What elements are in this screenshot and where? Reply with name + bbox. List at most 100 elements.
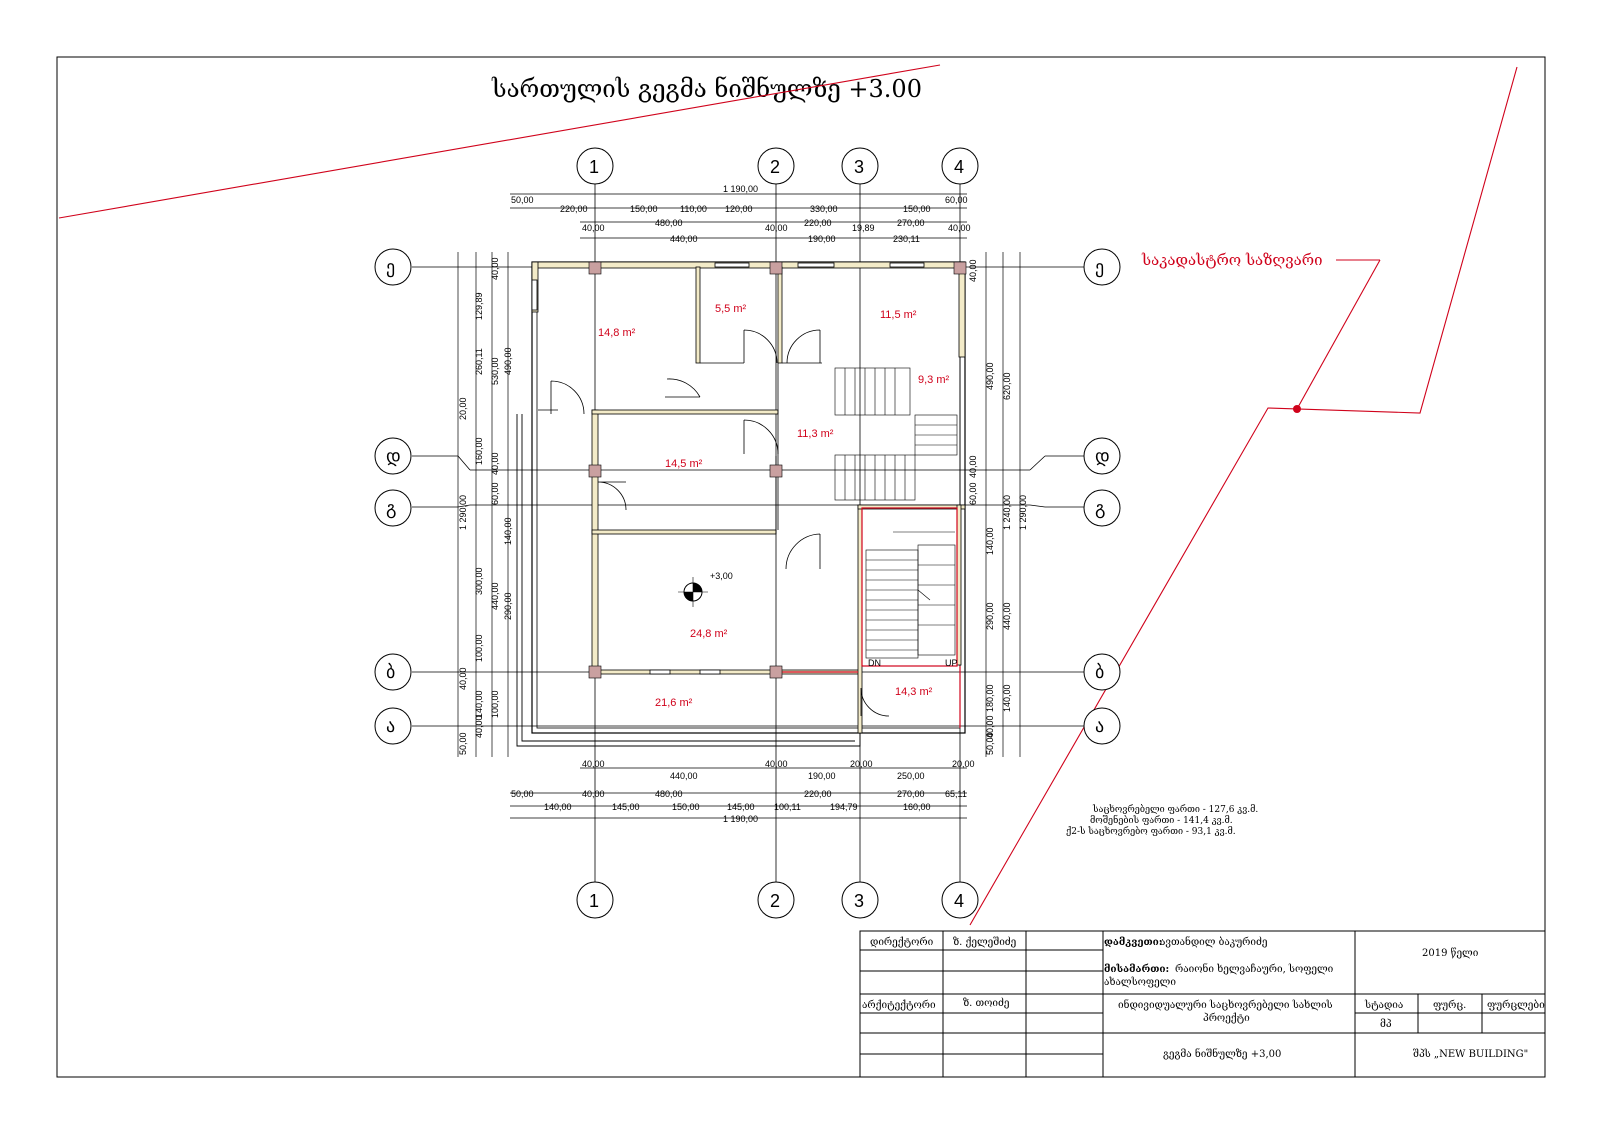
dim-left-8: 40,00 — [490, 452, 500, 475]
axis-bubbles-bottom — [576, 881, 979, 919]
dim-left-4: 490,00 — [503, 347, 513, 375]
dim-right-13: 50,00 — [985, 732, 995, 755]
note-line-1: საცხოვრებელი ფართი - 127,6 კვ.მ. — [1092, 804, 1258, 815]
dim-right-2: 620,00 — [1002, 372, 1012, 400]
dim-left-1: 20,00 — [458, 397, 468, 420]
elevation-label: +3,00 — [710, 571, 733, 581]
dim-bot-overall: 1 190,00 — [723, 814, 758, 824]
axis-label-a-left: ა — [386, 716, 395, 736]
dim-bot-r1-0: 40,00 — [582, 759, 605, 769]
axis-labels-letters: ე ე დ დ გ გ ბ ბ ა ა — [386, 257, 1110, 736]
sheet-frame — [56, 56, 1546, 1078]
dim-bot-r3-1: 145,00 — [612, 802, 640, 812]
dim-bot-r2-1: 40,00 — [582, 789, 605, 799]
building-walls — [516, 261, 967, 747]
axis-bubbles-top — [576, 147, 979, 185]
tb-address-value: რაიონი ხელვაჩაური, სოფელი — [1175, 963, 1334, 975]
axis-label-2-bottom: 2 — [770, 891, 780, 911]
note-line-3: ქ2-ს საცხოვრებო ფართი - 93,1 კვ.მ. — [1066, 826, 1236, 837]
dim-left-13: 290,00 — [503, 592, 513, 620]
room-area-7: 24,8 m² — [690, 628, 728, 640]
axis-labels-numeric: 1 2 3 4 1 2 3 4 — [589, 157, 964, 911]
dim-left-3: 530,00 — [490, 357, 500, 385]
dim-bot-r1-4: 20,00 — [850, 759, 873, 769]
dim-left-17: 100,00 — [490, 690, 500, 718]
dim-right-11: 140,00 — [1002, 684, 1012, 712]
dim-left-9: 60,00 — [490, 482, 500, 505]
dimension-lines — [457, 193, 1021, 819]
stairs — [834, 367, 958, 659]
dim-top-r3-2: 230,11 — [893, 234, 920, 244]
dim-bot-r2-5: 65,11 — [945, 789, 967, 799]
dim-top-r2-2: 19,89 — [852, 223, 875, 233]
dim-bot-r1-5: 250,00 — [897, 771, 925, 781]
axis-label-b-right: ბ — [1095, 662, 1104, 682]
dim-top-r3-1: 190,00 — [808, 234, 836, 244]
dim-right-9: 440,00 — [1002, 602, 1012, 630]
dim-right-7: 140,00 — [985, 527, 995, 555]
dims-bottom: 40,00 440,00 40,00 190,00 20,00 250,00 2… — [511, 759, 975, 824]
axis-label-b-left: ბ — [386, 662, 395, 682]
axis-label-1-bottom: 1 — [589, 891, 599, 911]
dim-bot-r2-2: 480,00 — [655, 789, 683, 799]
dim-left-10: 140,00 — [503, 517, 513, 545]
axis-label-1-top: 1 — [589, 157, 599, 177]
dim-top-r2-3: 270,00 — [897, 218, 925, 228]
dim-left-14: 100,00 — [474, 634, 484, 662]
dim-bot-r3-0: 140,00 — [544, 802, 572, 812]
dim-bot-r1-3: 190,00 — [808, 771, 836, 781]
title-block-text: დირექტორი ზ. ქელეშიძე არქიტექტორი ზ. თოი… — [862, 936, 1545, 1060]
room-area-4: 9,3 m² — [918, 374, 950, 386]
dim-left-2: 260,11 — [474, 348, 484, 375]
dim-left-18: 40,00 — [474, 715, 484, 738]
axis-label-4-top: 4 — [954, 157, 964, 177]
dim-right-0: 40,00 — [968, 259, 978, 282]
dim-right-10: 180,00 — [985, 684, 995, 712]
dim-right-8: 290,00 — [985, 602, 995, 630]
dim-left-11: 300,00 — [474, 567, 484, 595]
room-labels: 14,8 m² 5,5 m² 11,5 m² 9,3 m² 11,3 m² 14… — [598, 303, 950, 709]
dim-bot-r3-5: 194,79 — [830, 802, 858, 812]
dim-top-r1-5: 330,00 — [810, 204, 838, 214]
axis-label-3-bottom: 3 — [854, 891, 864, 911]
dim-left-5: 129,89 — [474, 292, 484, 320]
axis-label-a-right: ა — [1095, 716, 1104, 736]
dim-bot-r3-6: 160,00 — [903, 802, 931, 812]
axis-label-e-left: ე — [386, 257, 395, 278]
dim-right-12: 40,00 — [985, 715, 995, 738]
room-area-3: 11,5 m² — [880, 309, 917, 321]
page-title: სართულის გეგმა ნიშნულზე +3.00 — [491, 75, 922, 103]
dims-right: 40,00 490,00 620,00 1 240,00 1 290,00 40… — [968, 259, 1028, 755]
tb-director-label: დირექტორი — [870, 937, 934, 948]
dim-bot-r3-4: 100,11 — [774, 802, 801, 812]
dim-right-5: 40,00 — [968, 455, 978, 478]
tb-address-label: მისამართი: — [1104, 963, 1169, 975]
dim-left-19: 50,00 — [458, 732, 468, 755]
tb-project-line1: ინდივიდუალური საცხოვრებელი სახლის — [1118, 999, 1333, 1011]
tb-address-value2: ახალსოფელი — [1104, 977, 1176, 988]
dim-top-r1-4: 120,00 — [725, 204, 753, 214]
dim-top-r1-7: 60,00 — [945, 195, 968, 205]
dim-top-r1-0: 50,00 — [511, 195, 534, 205]
tb-sheet-label: ფურც. — [1433, 1000, 1466, 1011]
room-area-8: 21,6 m² — [655, 697, 693, 709]
axis-bubbles-letters — [374, 248, 1121, 745]
room-area-1: 14,8 m² — [598, 327, 636, 339]
axis-label-d-left: დ — [386, 446, 401, 467]
tb-drawing-name: გეგმა ნიშნულზე +3,00 — [1163, 1048, 1281, 1060]
dim-bot-r1-1: 440,00 — [670, 771, 698, 781]
dim-bot-r3-3: 145,00 — [727, 802, 755, 812]
dim-right-3: 1 240,00 — [1002, 495, 1012, 530]
boundary-point-marker — [1293, 405, 1301, 413]
area-notes: საცხოვრებელი ფართი - 127,6 კვ.მ. მოშენებ… — [1066, 804, 1258, 837]
tb-sheets-label: ფურცლები — [1487, 1000, 1545, 1011]
dim-bot-r2-3: 220,00 — [804, 789, 832, 799]
axis-label-g-left: გ — [386, 498, 396, 519]
tb-stage-value: მპ — [1380, 1019, 1392, 1030]
dim-right-1: 490,00 — [985, 362, 995, 390]
dim-right-4: 1 290,00 — [1018, 495, 1028, 530]
room-area-5: 11,3 m² — [797, 428, 834, 440]
tb-year: 2019 წელი — [1422, 948, 1479, 959]
dim-top-overall: 1 190,00 — [723, 184, 758, 194]
